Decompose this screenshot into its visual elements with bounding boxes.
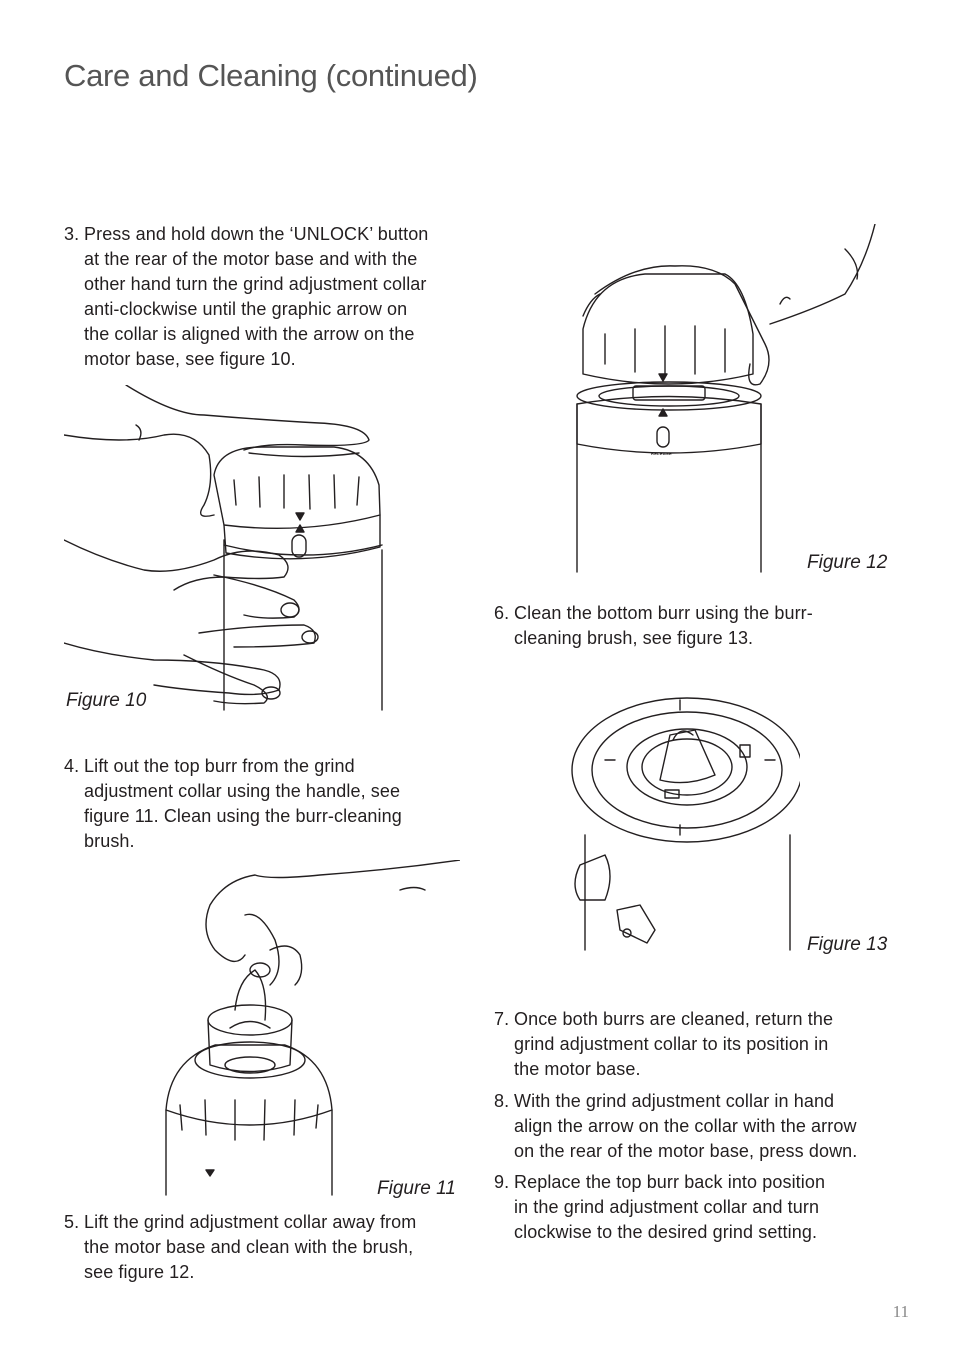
figure-10-caption: Figure 10 <box>66 690 147 711</box>
step-number: 7. <box>494 1009 510 1029</box>
step-3: 3. Press and hold down the ‘UNLOCK’ butt… <box>64 222 474 372</box>
step-text: Clean the bottom burr using the burr- cl… <box>514 603 813 648</box>
release-button-label: RELEASE <box>651 451 672 456</box>
step-number: 4. <box>64 756 80 776</box>
step-text: With the grind adjustment collar in hand… <box>514 1091 858 1161</box>
step-text: Lift the grind adjustment collar away fr… <box>84 1212 417 1282</box>
step-text: Replace the top burr back into position … <box>514 1172 826 1242</box>
step-number: 8. <box>494 1091 510 1111</box>
step-number: 3. <box>64 224 80 244</box>
step-4: 4. Lift out the top burr from the grind … <box>64 754 474 854</box>
figure-11-illustration <box>160 860 460 1198</box>
step-9: 9. Replace the top burr back into positi… <box>494 1170 914 1245</box>
figure-11-caption: Figure 11 <box>377 1178 456 1199</box>
step-number: 5. <box>64 1212 80 1232</box>
figure-10-illustration <box>64 385 394 715</box>
step-text: Once both burrs are cleaned, return the … <box>514 1009 834 1079</box>
step-text: Press and hold down the ‘UNLOCK’ button … <box>84 224 429 369</box>
step-8: 8. With the grind adjustment collar in h… <box>494 1089 914 1164</box>
figure-13-caption: Figure 13 <box>807 934 888 955</box>
step-text: Lift out the top burr from the grind adj… <box>84 756 402 851</box>
step-number: 9. <box>494 1172 510 1192</box>
figure-12-illustration <box>575 224 895 576</box>
page-number: 11 <box>892 1302 909 1321</box>
page-title: Care and Cleaning (continued) <box>64 58 478 93</box>
step-number: 6. <box>494 603 510 623</box>
figure-12-caption: Figure 12 <box>807 552 888 573</box>
figure-13-illustration <box>565 695 800 955</box>
step-7: 7. Once both burrs are cleaned, return t… <box>494 1007 914 1082</box>
step-6: 6. Clean the bottom burr using the burr-… <box>494 601 904 651</box>
step-5: 5. Lift the grind adjustment collar away… <box>64 1210 484 1285</box>
